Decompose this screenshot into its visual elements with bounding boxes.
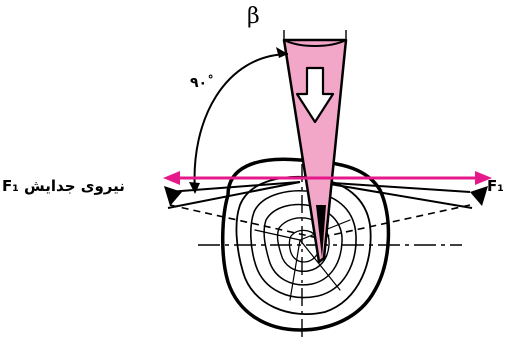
arc-arrow-head-top (276, 47, 288, 58)
log-ring-4 (276, 217, 330, 273)
right-force-label: F₁ (487, 177, 504, 195)
log-ring-3 (263, 203, 343, 286)
log-ring-5 (288, 229, 321, 263)
left-force-label: F₁ نیروی جدایش (2, 177, 125, 195)
right-angle-label: ۹۰˚ (190, 75, 215, 91)
angle-beta-label: β (247, 4, 260, 29)
force-lines-black (167, 181, 473, 209)
beta-angle-marks (283, 30, 347, 40)
log-crack (254, 219, 351, 301)
arc-arrow-head-bottom (189, 182, 200, 194)
wedge-top-edge (283, 39, 347, 47)
log-outline (221, 157, 391, 332)
splitting-force-arrow (163, 171, 492, 185)
force-guide-lines (169, 204, 471, 239)
right-angle-arc (193, 53, 289, 193)
force-end-markers (164, 186, 488, 206)
wedge-tip (316, 205, 326, 258)
wedge (282, 38, 348, 264)
down-arrow-icon (295, 66, 335, 124)
